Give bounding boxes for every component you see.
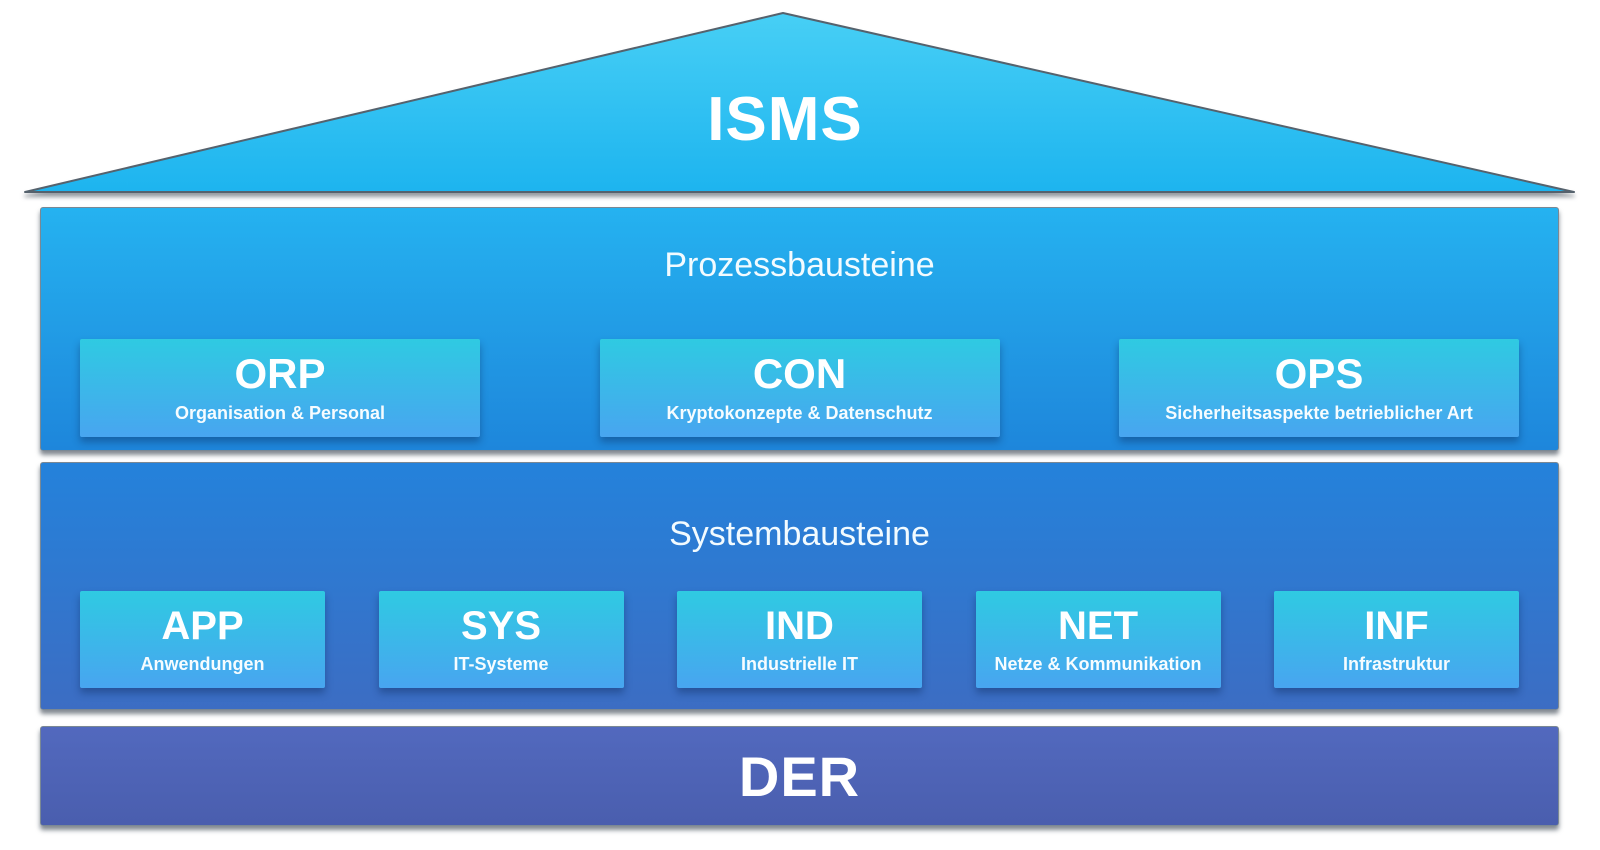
- module-code-con: CON: [752, 349, 847, 397]
- process-module-row: ORP Organisation & Personal CON Kryptoko…: [80, 339, 1519, 437]
- module-code-ops: OPS: [1274, 349, 1364, 397]
- module-subtitle-app: Anwendungen: [140, 653, 265, 674]
- module-code-ind: IND: [765, 603, 834, 648]
- isms-label: ISMS: [707, 85, 863, 154]
- module-subtitle-ind: Industrielle IT: [740, 653, 859, 674]
- module-sys: SYS IT-Systeme: [378, 591, 624, 688]
- module-code-inf: INF: [1364, 603, 1429, 648]
- module-inf: INF Infrastruktur: [1274, 591, 1519, 688]
- roof-triangle: [24, 12, 1575, 193]
- module-subtitle-inf: Infrastruktur: [1342, 653, 1450, 674]
- module-subtitle-net: Netze & Kommunikation: [994, 653, 1202, 674]
- module-subtitle-ops: Sicherheitsaspekte betrieblicher Art: [1165, 403, 1473, 424]
- module-subtitle-orp: Organisation & Personal: [174, 403, 386, 424]
- layer-title-prozessbausteine: Prozessbausteine: [664, 246, 935, 284]
- module-subtitle-con: Kryptokonzepte & Datenschutz: [666, 403, 933, 424]
- module-ind: IND Industrielle IT: [677, 591, 922, 688]
- layer-systembausteine: Systembausteine APP Anwendungen SYS IT-S…: [40, 462, 1559, 710]
- layer-der: DER: [40, 726, 1559, 826]
- module-code-app: APP: [161, 603, 244, 648]
- layer-prozessbausteine: Prozessbausteine ORP Organisation & Pers…: [40, 207, 1559, 451]
- module-ops: OPS Sicherheitsaspekte betrieblicher Art: [1119, 339, 1519, 437]
- module-code-sys: SYS: [460, 603, 542, 648]
- module-code-orp: ORP: [234, 349, 326, 397]
- layer-title-systembausteine: Systembausteine: [669, 515, 930, 553]
- module-net: NET Netze & Kommunikation: [975, 591, 1221, 688]
- module-app: APP Anwendungen: [80, 591, 325, 688]
- module-orp: ORP Organisation & Personal: [80, 339, 480, 437]
- module-con: CON Kryptokonzepte & Datenschutz: [599, 339, 1000, 437]
- module-subtitle-sys: IT-Systeme: [453, 653, 549, 674]
- module-code-net: NET: [1058, 603, 1138, 648]
- der-label: DER: [738, 744, 861, 808]
- system-module-row: APP Anwendungen SYS IT-Systeme IND Indus…: [80, 591, 1519, 688]
